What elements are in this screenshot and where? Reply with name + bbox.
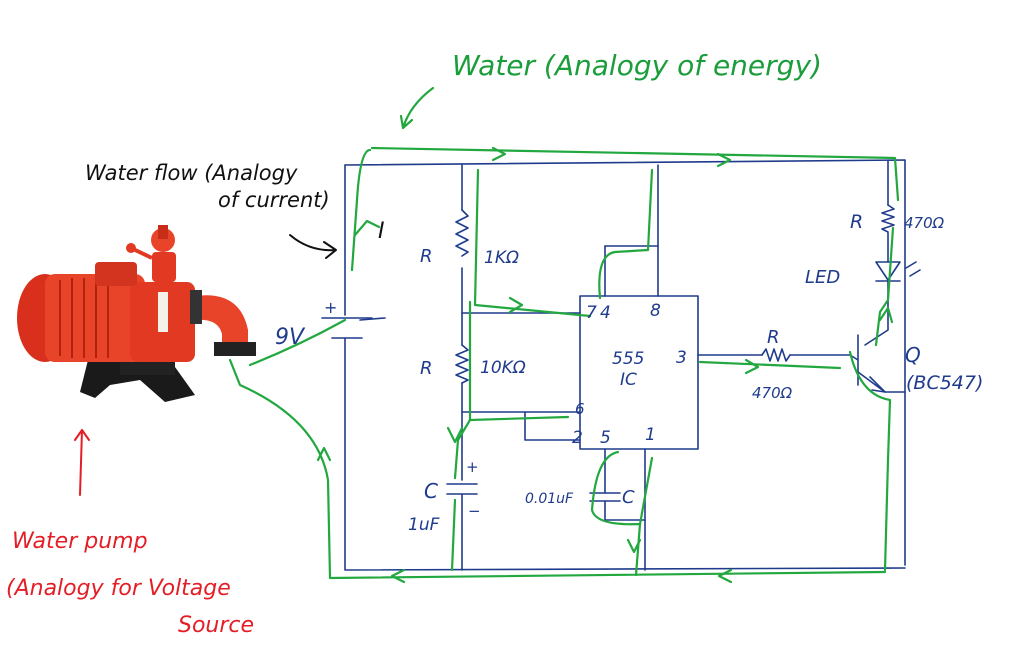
ic-pin-1: 1 bbox=[645, 425, 656, 445]
transistor-part-label: (BC547) bbox=[906, 372, 983, 394]
water-analogy-title: Water (Analogy of energy) bbox=[452, 49, 822, 82]
ic-pin-2: 2 bbox=[572, 428, 583, 448]
current-label: I bbox=[378, 219, 385, 244]
ic-pin-7: 7 bbox=[586, 303, 597, 323]
water-flow-note-line2: of current) bbox=[218, 188, 330, 212]
battery-voltage-label: 9V bbox=[275, 325, 306, 350]
water-pump-note-line3: Source bbox=[178, 613, 254, 638]
ic-pin-4: 4 bbox=[600, 303, 611, 323]
ic-pin-5: 5 bbox=[600, 428, 611, 448]
water-pump-note-line1: Water pump bbox=[12, 529, 148, 554]
water-flow-note-line1: Water flow (Analogy bbox=[85, 161, 298, 185]
capacitor-c1-value: 1uF bbox=[408, 515, 440, 535]
resistor-base-label: R bbox=[767, 327, 780, 348]
ic-name-line1: 555 bbox=[612, 349, 644, 369]
resistor-base-value: 470Ω bbox=[752, 384, 793, 402]
ic-pin-6: 6 bbox=[575, 400, 585, 418]
resistor-r2-value: 10KΩ bbox=[480, 358, 526, 378]
resistor-r2-label: R bbox=[420, 358, 433, 379]
resistor-r1-label: R bbox=[420, 246, 433, 267]
led-label: LED bbox=[805, 267, 840, 288]
capacitor-c2-value: 0.01uF bbox=[525, 491, 574, 507]
resistor-led-value: 470Ω bbox=[904, 214, 945, 232]
ic-pin-8: 8 bbox=[650, 301, 661, 321]
flow-arrows bbox=[316, 86, 894, 584]
capacitor-c2-label: C bbox=[622, 487, 635, 508]
ic-pin-3: 3 bbox=[676, 348, 687, 368]
circuit-wiring bbox=[321, 159, 921, 571]
water-pump-note-line2: (Analogy for Voltage bbox=[6, 576, 231, 601]
battery-plus-label: + bbox=[324, 298, 337, 317]
pump-note-arrow bbox=[74, 429, 90, 496]
resistor-led-label: R bbox=[850, 211, 863, 233]
ic-name-line2: IC bbox=[620, 370, 637, 390]
transistor-label: Q bbox=[905, 343, 921, 367]
capacitor-c1-label: C bbox=[424, 479, 438, 503]
resistor-r1-value: 1KΩ bbox=[484, 248, 519, 268]
current-note-arrow bbox=[289, 234, 337, 259]
capacitor-c1-minus: − bbox=[468, 502, 481, 520]
water-pump-image bbox=[17, 225, 256, 402]
capacitor-c1-plus: + bbox=[466, 458, 479, 476]
water-flow-paths bbox=[228, 146, 900, 580]
